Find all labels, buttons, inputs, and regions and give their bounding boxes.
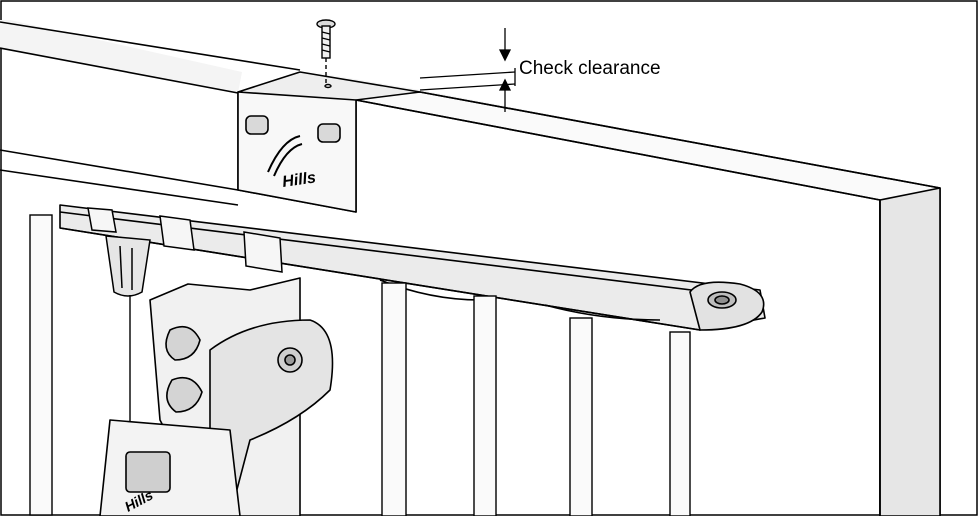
- mounting-bracket: [237, 71, 421, 213]
- screw-icon: [316, 19, 336, 89]
- peg-icon: [105, 235, 151, 297]
- rail-hooks: [87, 207, 283, 273]
- check-clearance-label: Check clearance: [519, 58, 661, 79]
- hanging-lines: [29, 214, 691, 517]
- handle-housing: [99, 419, 241, 517]
- clearance-dimension: [419, 28, 516, 112]
- wall-beam: [0, 20, 941, 517]
- arm-rail: [59, 204, 766, 331]
- bracket-logo: Hills: [281, 169, 317, 191]
